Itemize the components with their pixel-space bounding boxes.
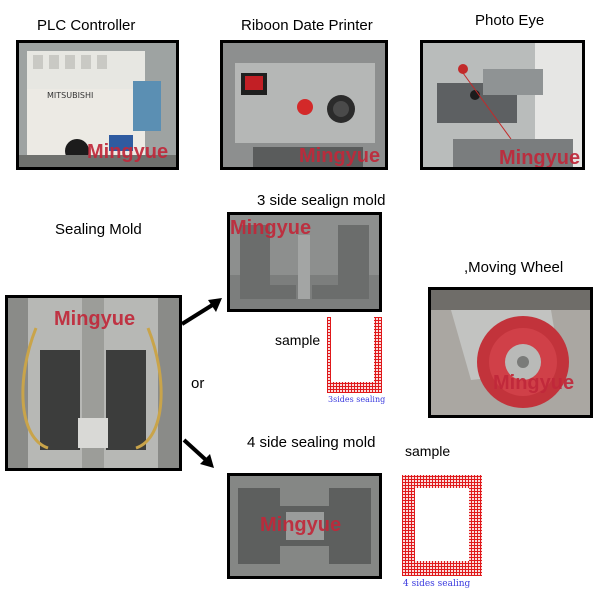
or-label: or <box>191 375 205 392</box>
sample-unsealed-area <box>331 317 374 382</box>
ribbon-date-printer-photo: Mingyue <box>220 40 388 170</box>
sealing-mold-illustration <box>8 298 179 468</box>
watermark: Mingyue <box>493 372 575 394</box>
watermark: Mingyue <box>54 308 136 330</box>
watermark: Mingyue <box>87 141 169 163</box>
arrow-to-3-side-icon <box>180 298 222 326</box>
plc-controller-title: PLC Controller <box>37 17 136 34</box>
moving-wheel-photo: Mingyue <box>428 287 593 418</box>
plc-brand-label: MITSUBISHI <box>47 91 94 100</box>
printer-illustration <box>223 43 385 167</box>
watermark: Mingyue <box>299 145 381 167</box>
sample-3-label: sample <box>275 332 321 348</box>
four-side-mold-illustration <box>230 476 379 576</box>
watermark: Mingyue <box>230 217 312 239</box>
four-side-mold-title: 4 side sealing mold <box>247 434 376 451</box>
sealing-mold-photo: Mingyue <box>5 295 182 471</box>
moving-wheel-illustration <box>431 290 590 415</box>
arrow-to-4-side-icon <box>182 438 214 468</box>
photo-eye-illustration <box>423 43 582 167</box>
plc-illustration <box>19 43 176 167</box>
three-side-mold-photo: Mingyue <box>227 212 382 312</box>
three-side-mold-title: 3 side sealign mold <box>257 192 386 209</box>
moving-wheel-title: ,Moving Wheel <box>464 259 564 276</box>
sample-4-label: sample <box>405 443 451 459</box>
watermark: Mingyue <box>260 514 342 536</box>
ribbon-date-printer-title: Riboon Date Printer <box>241 17 373 34</box>
photo-eye-photo: Mingyue <box>420 40 585 170</box>
four-side-seal-sample <box>402 475 482 576</box>
three-side-mold-illustration <box>230 215 379 309</box>
sealing-mold-title: Sealing Mold <box>55 221 142 238</box>
sample-4-caption: 4 sides sealing <box>403 579 471 589</box>
sample-3-caption: 3sides sealing <box>328 395 386 404</box>
plc-controller-photo: MITSUBISHI Mingyue <box>16 40 179 170</box>
three-side-seal-sample <box>327 317 382 393</box>
four-side-mold-photo: Mingyue <box>227 473 382 579</box>
watermark: Mingyue <box>499 147 581 169</box>
photo-eye-title: Photo Eye <box>475 12 545 29</box>
sample-unsealed-area <box>415 488 469 561</box>
